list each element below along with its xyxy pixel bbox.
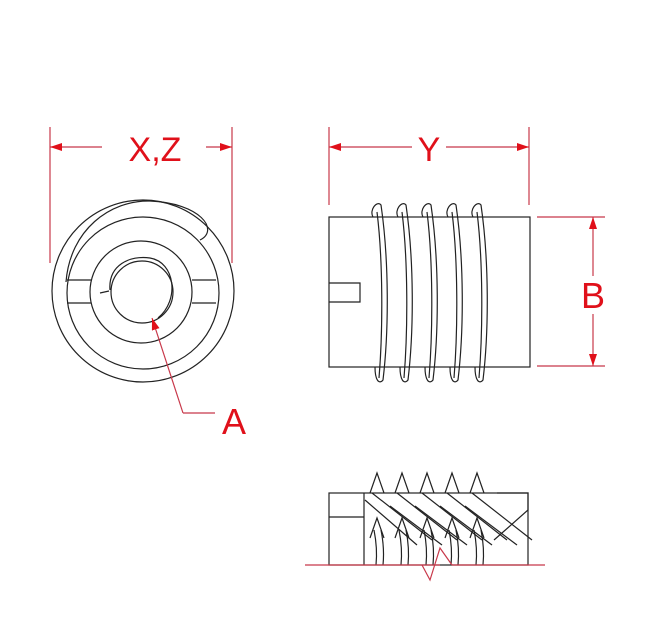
thread-tooth (469, 471, 485, 494)
thread-flank (398, 529, 403, 566)
hatch-line (414, 505, 468, 546)
leader-a (151, 317, 215, 414)
thread-crest (446, 203, 463, 383)
side-view (328, 203, 531, 383)
thread-flank (405, 529, 410, 566)
end-view (51, 199, 235, 383)
thread-crest (371, 203, 388, 383)
dimension-label-b: B (581, 275, 605, 316)
thread-flank (430, 529, 435, 566)
thread-flank (480, 529, 485, 566)
thread-flank (380, 529, 385, 566)
hatch-line (439, 505, 493, 546)
thread-flank (448, 529, 453, 566)
dimension-label-a: A (222, 401, 246, 442)
dimension-y (328, 127, 530, 205)
hatch-line (471, 492, 533, 541)
thread-line (426, 211, 433, 379)
thread-tooth (369, 471, 385, 494)
thread-tooth (444, 471, 460, 494)
thread-tooth (419, 471, 435, 494)
thread-flank (455, 529, 460, 566)
thread-crest (396, 203, 413, 383)
hatch-edge (493, 492, 529, 541)
thread-crest (421, 203, 438, 383)
thread-line (451, 211, 458, 379)
thread-tooth (394, 471, 410, 494)
hatch-line (464, 505, 518, 546)
dimension-label-xz: X,Z (129, 131, 182, 169)
thread-line (476, 211, 483, 379)
section-view (305, 471, 545, 582)
dimension-b (537, 216, 605, 367)
dimension-label-y: Y (418, 131, 441, 169)
dimension-xz (49, 127, 233, 263)
thread-line (376, 211, 383, 379)
thread-flank (373, 529, 378, 566)
hatch-line (389, 505, 443, 546)
thread-line (401, 211, 408, 379)
thread-crest (471, 203, 488, 383)
thread-flank (423, 529, 428, 566)
thread-flank (473, 529, 478, 566)
